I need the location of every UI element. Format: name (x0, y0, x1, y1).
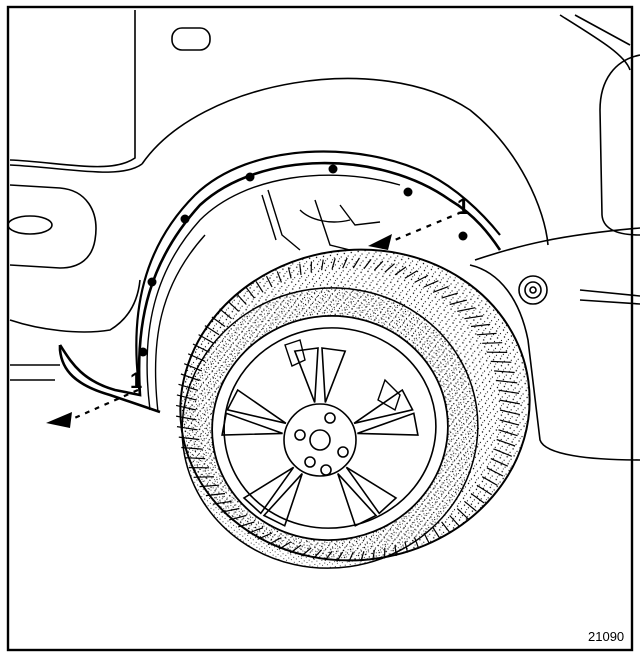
clip-icon (139, 348, 148, 357)
figure-number: 21090 (588, 629, 624, 644)
body-details (8, 28, 640, 268)
dashed-arrow-icon (46, 412, 72, 428)
line-stroke (85, 411, 89, 413)
arrow-upper (368, 212, 462, 250)
clip-icon (329, 165, 338, 174)
clip-icon (246, 173, 255, 182)
dashed-arrow-icon (368, 234, 392, 250)
line-stroke (95, 407, 99, 409)
line-stroke (396, 238, 401, 240)
line-stroke (124, 394, 128, 396)
line-stroke (427, 225, 432, 227)
tyre (160, 227, 550, 587)
clip-icon (404, 188, 413, 197)
line-stroke (114, 399, 118, 401)
line-stroke (194, 477, 214, 478)
line-stroke (105, 403, 109, 405)
line-stroke (447, 216, 452, 218)
line-stroke (416, 229, 421, 231)
clip-icon (459, 232, 468, 241)
reflector-icon (519, 276, 547, 304)
line-stroke (75, 416, 79, 418)
line-stroke (482, 343, 502, 344)
line-stroke (437, 221, 442, 223)
line-stroke (406, 233, 411, 235)
callout-lower: 1 (130, 368, 142, 393)
suspension (262, 190, 380, 250)
arrow-lower (46, 390, 138, 428)
callout-upper: 1 (457, 194, 469, 219)
clip-icon (148, 278, 157, 287)
clip-icon (181, 215, 190, 224)
